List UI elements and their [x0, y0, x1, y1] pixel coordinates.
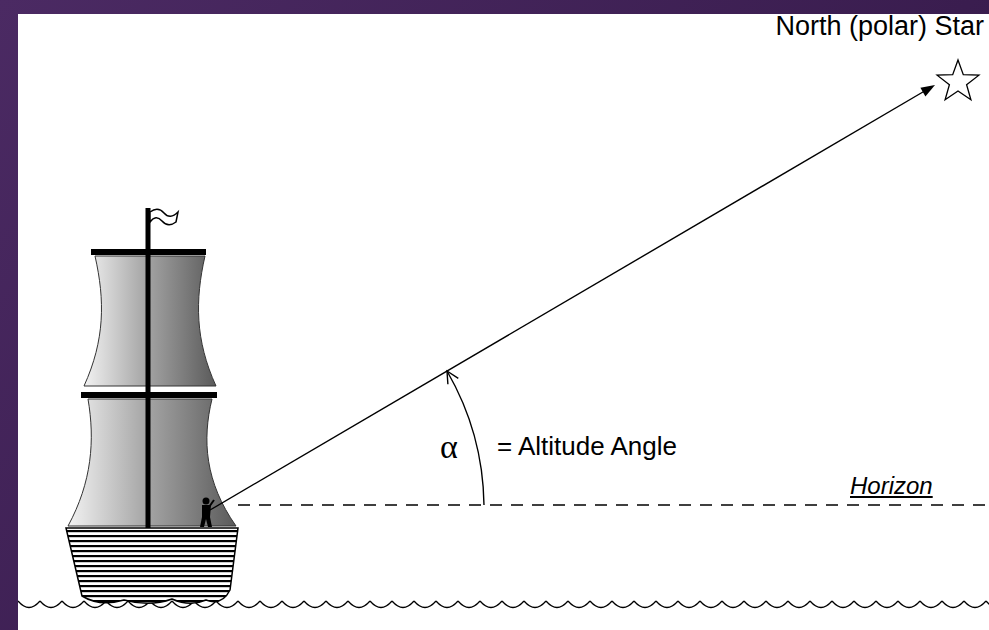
- ship-hull: [66, 528, 238, 603]
- star-label: North (polar) Star: [775, 13, 984, 40]
- navigator-figure: [200, 498, 214, 528]
- middle-yard: [81, 392, 217, 398]
- flag: [150, 209, 178, 225]
- north-star: [937, 60, 979, 100]
- mast: [146, 208, 151, 530]
- horizon-line: [238, 504, 986, 505]
- horizon-label: Horizon: [850, 474, 933, 498]
- top-yard: [91, 249, 206, 255]
- lower-sail: [68, 399, 236, 526]
- angle-label: = Altitude Angle: [497, 433, 677, 459]
- arrowhead: [920, 85, 935, 96]
- sight-line: [210, 89, 928, 510]
- arc-arrowhead: [447, 371, 458, 384]
- angle-symbol: α: [440, 430, 458, 464]
